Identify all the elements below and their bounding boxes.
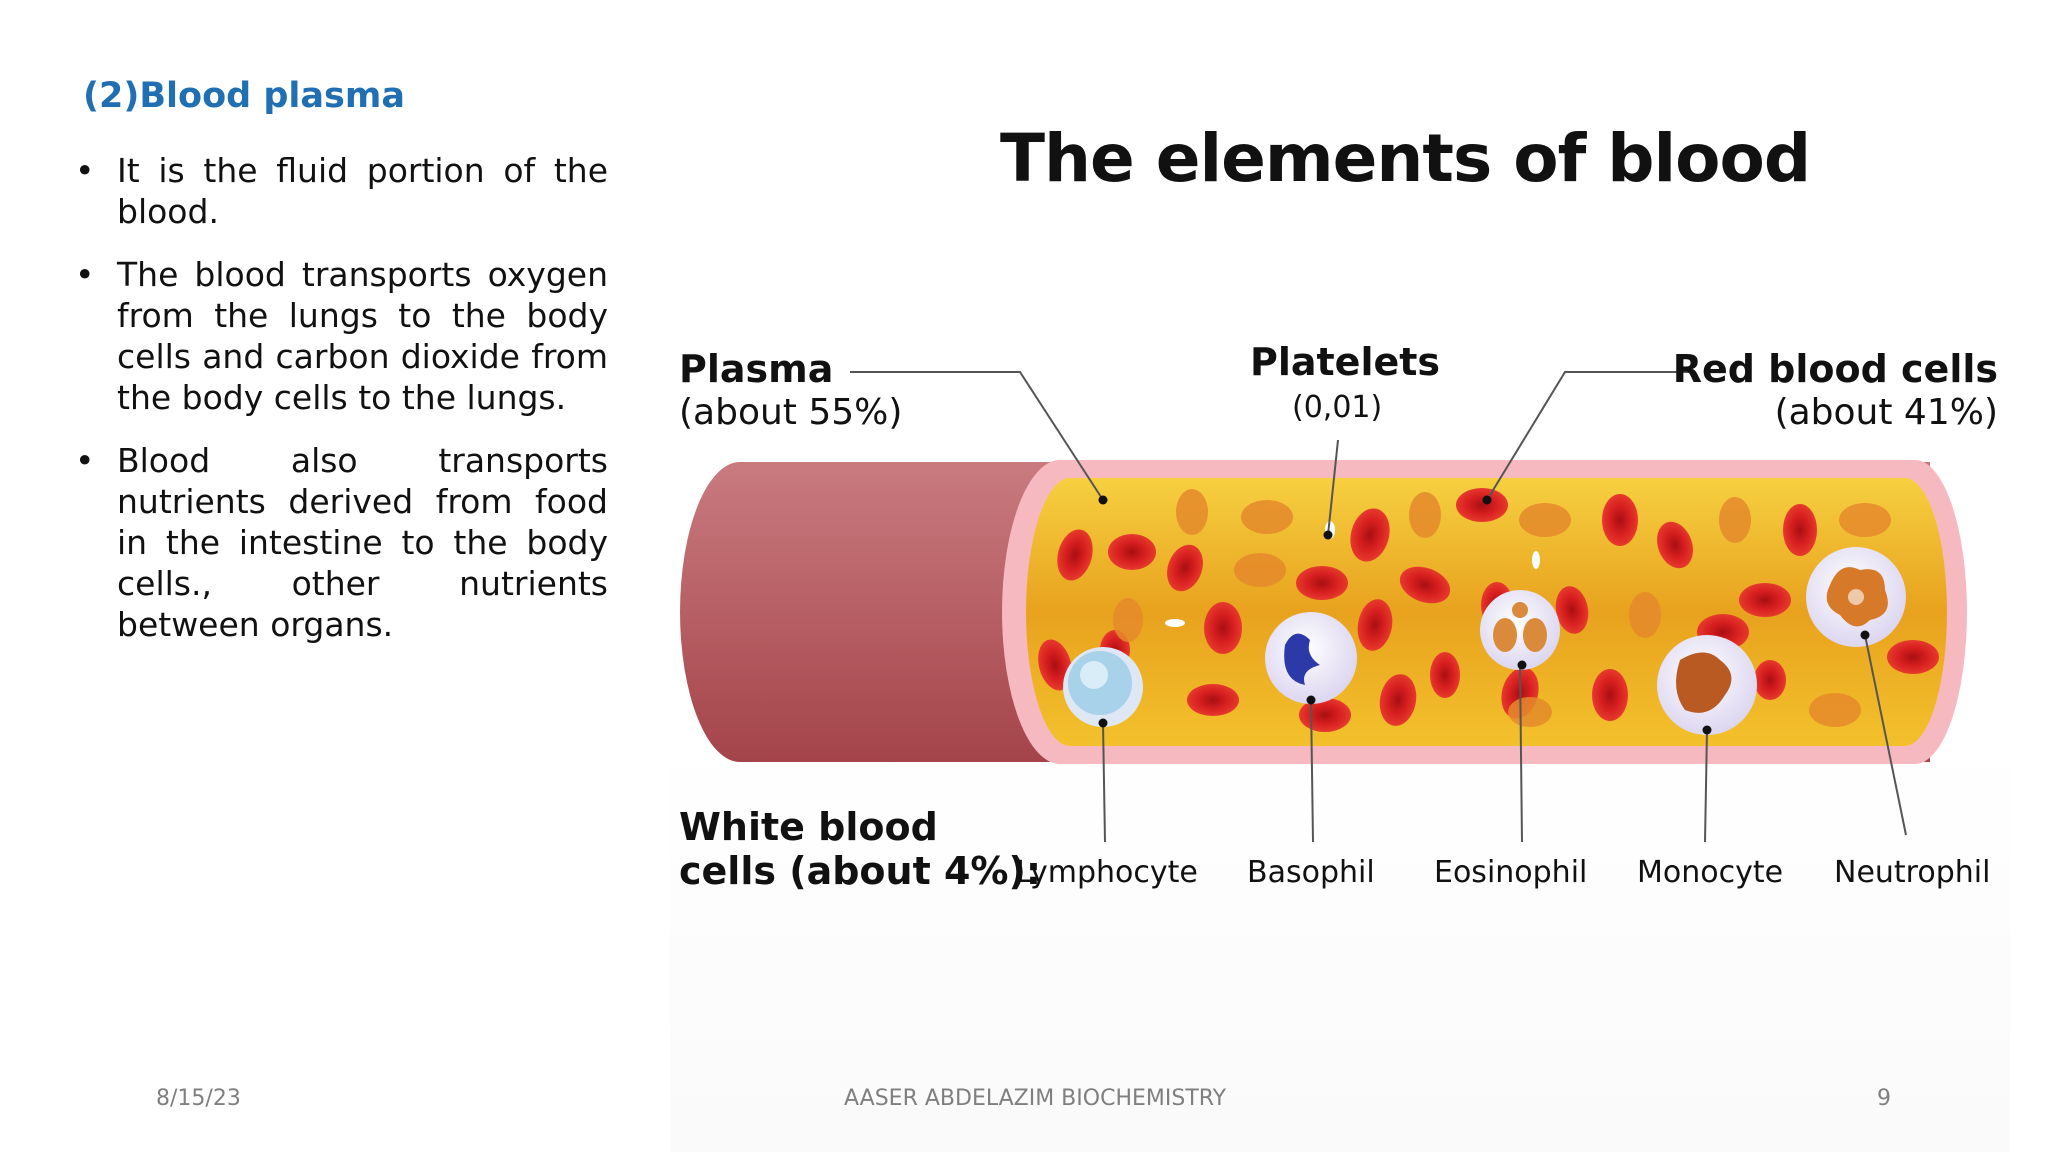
lymphocyte-label: Lymphocyte	[1016, 855, 1198, 890]
plasma-label: Plasma	[679, 347, 834, 391]
footer-title: AASER ABDELAZIM BIOCHEMISTRY	[844, 1086, 1227, 1111]
slide-heading: (2)Blood plasma	[83, 76, 405, 116]
footer-page-number: 9	[1877, 1086, 1891, 1111]
leader-dots	[1098, 495, 1870, 735]
white-cells-label-line2: cells (about 4%):	[679, 849, 1042, 893]
neutrophil-cell	[1806, 547, 1906, 647]
red-cells-share: (about 41%)	[1774, 392, 1998, 433]
white-cells-label-line1: White blood	[679, 805, 938, 849]
footer-date: 8/15/23	[156, 1086, 241, 1111]
bullet-item: The blood transports oxygen from the lun…	[75, 254, 608, 418]
figure-title: The elements of blood	[1000, 120, 1811, 197]
neutrophil-label: Neutrophil	[1834, 855, 1991, 890]
bullet-item: It is the fluid portion of the blood.	[75, 150, 608, 232]
monocyte-cell	[1657, 635, 1757, 735]
basophil-label: Basophil	[1247, 855, 1375, 890]
lymphocyte-cell	[1063, 647, 1143, 727]
platelets-share: (0,01)	[1292, 390, 1383, 425]
red-cells-label: Red blood cells	[1672, 347, 1998, 391]
plasma-share: (about 55%)	[679, 392, 903, 433]
monocyte-label: Monocyte	[1637, 855, 1784, 890]
eosinophil-cell	[1480, 590, 1560, 670]
eosinophil-label: Eosinophil	[1434, 855, 1588, 890]
bullet-item: Blood also transports nutrients derived …	[75, 440, 608, 645]
platelets-label: Platelets	[1250, 340, 1441, 384]
basophil-cell	[1265, 612, 1357, 704]
leader-lines	[850, 371, 1907, 843]
bullet-list: It is the fluid portion of the blood. Th…	[75, 150, 608, 667]
pale-red-cells	[1113, 489, 1891, 727]
